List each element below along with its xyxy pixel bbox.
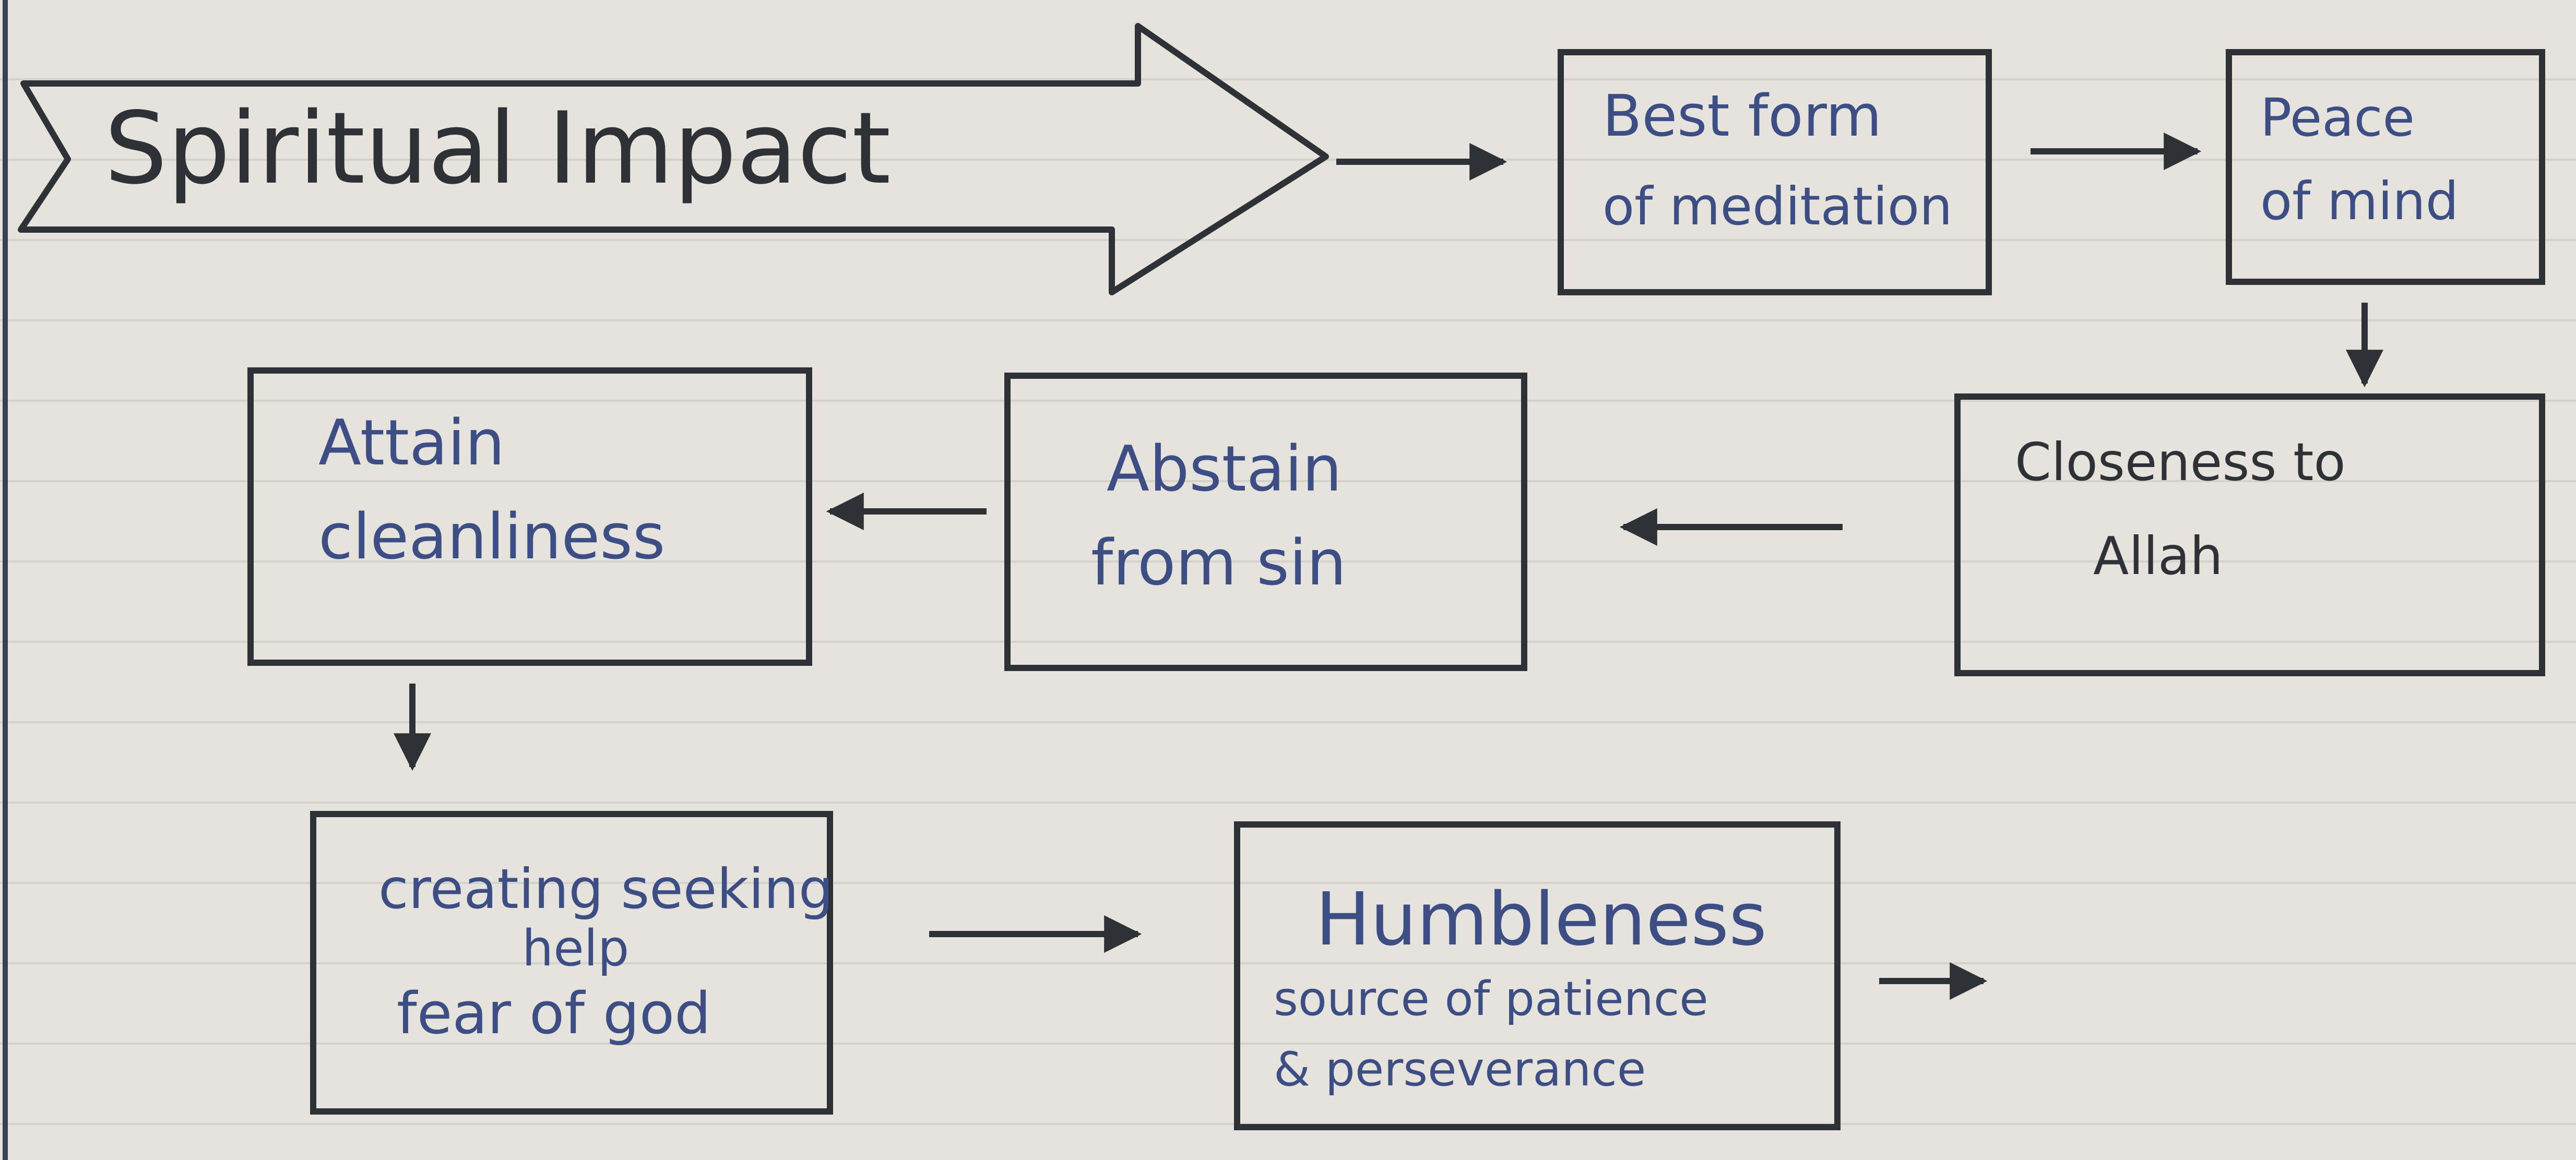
creating-line1: creating seeking — [378, 857, 834, 921]
attain-line1: Attain — [318, 407, 505, 480]
peace-line2: of mind — [2260, 171, 2459, 232]
peace-line1: Peace — [2260, 87, 2415, 148]
title-arrow-outline — [18, 23, 1329, 295]
abstain-line1: Abstain — [1107, 433, 1342, 506]
box-attain — [247, 367, 812, 666]
abstain-line2: from sin — [1091, 527, 1346, 600]
best-form-line1: Best form — [1602, 82, 1882, 149]
box-abstain — [1004, 373, 1527, 671]
box-peace — [2226, 49, 2545, 285]
attain-line2: cleanliness — [318, 501, 665, 573]
box-closeness — [1954, 393, 2545, 676]
creating-line3: fear of god — [397, 980, 711, 1047]
title-text: Spiritual Impact — [104, 91, 891, 206]
humbleness-line1: Humbleness — [1315, 877, 1767, 962]
humbleness-line2: source of patience — [1274, 972, 1708, 1026]
humbleness-line3: & perseverance — [1274, 1042, 1646, 1097]
box-best-form — [1558, 49, 1992, 295]
box-humbleness — [1234, 821, 1841, 1130]
closeness-line2: Allah — [2093, 525, 2223, 587]
creating-line2: help — [522, 920, 629, 977]
title-arrow: Spiritual Impact — [18, 23, 1329, 295]
best-form-line2: of meditation — [1602, 176, 1952, 237]
closeness-line1: Closeness to — [2015, 432, 2346, 493]
box-creating — [310, 811, 833, 1115]
